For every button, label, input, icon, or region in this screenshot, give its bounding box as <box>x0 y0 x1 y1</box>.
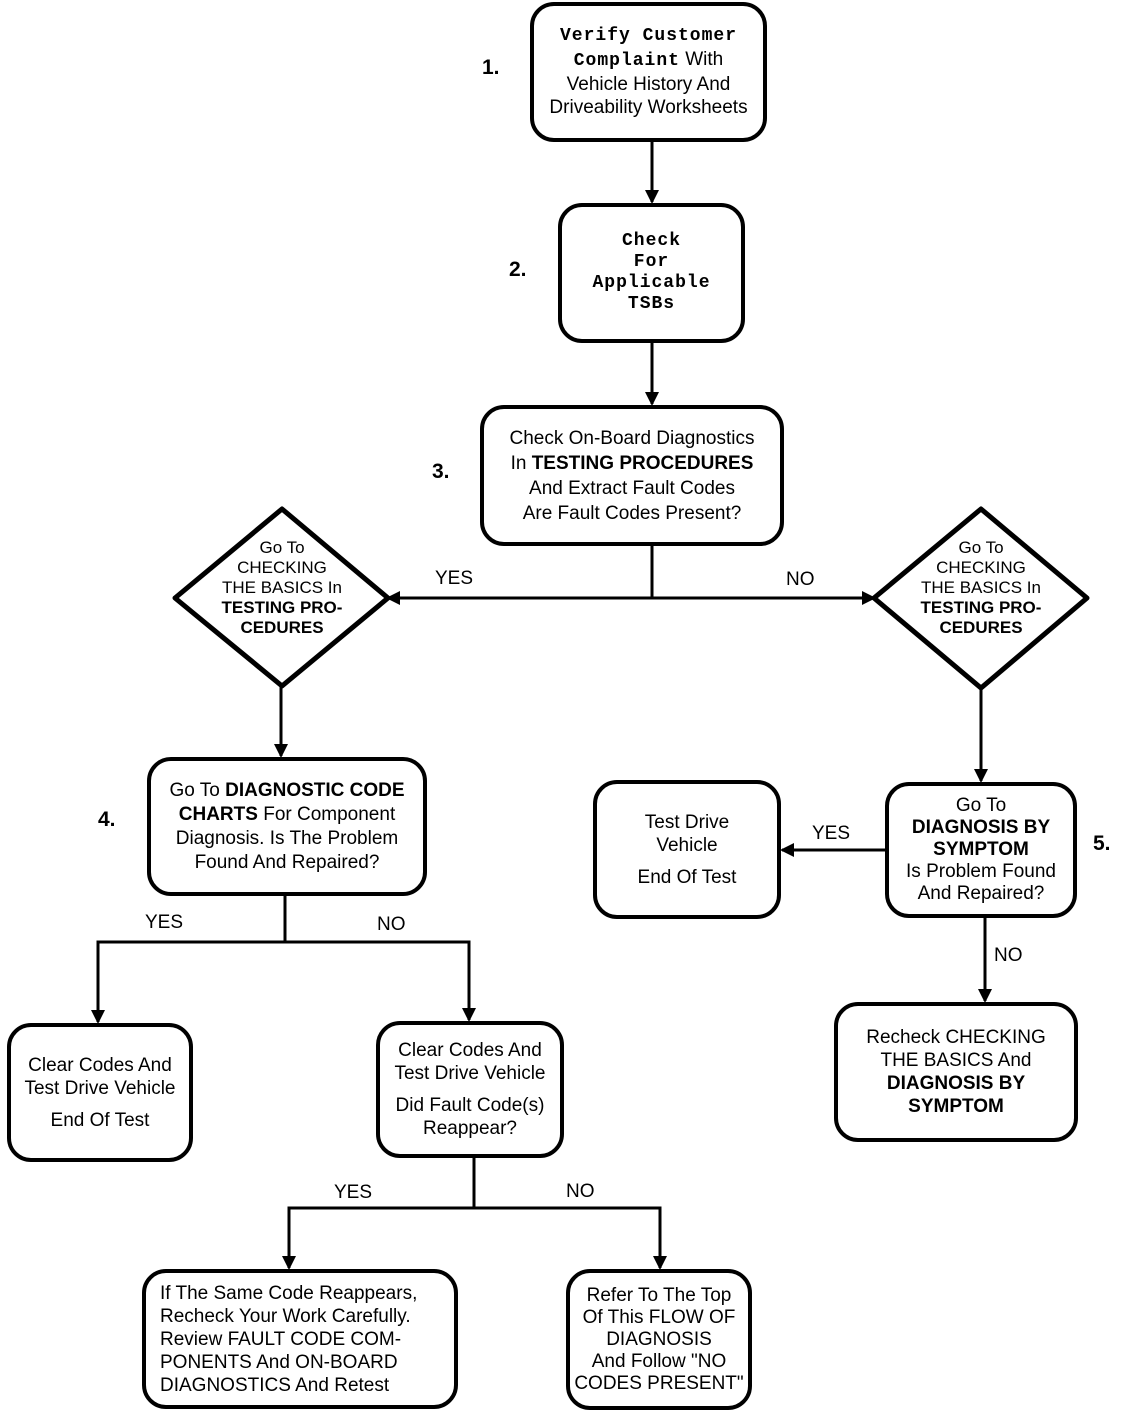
label-obd-yes: YES <box>435 568 474 589</box>
clear-end-line-2: Test Drive Vehicle <box>24 1077 176 1099</box>
box-diagnosis-by-symptom: Go To DIAGNOSIS BY SYMPTOM Is Problem Fo… <box>885 782 1077 918</box>
tsb-line-2: For <box>633 252 670 272</box>
basics-right-line-5: CEDURES <box>939 618 1023 637</box>
basics-left-line-4: TESTING PRO- <box>221 598 343 617</box>
label-charts-yes: YES <box>145 912 184 933</box>
step-number-4: 4. <box>98 808 116 831</box>
refer-line-1: Refer To The Top <box>586 1284 732 1306</box>
same-code-line-5: DIAGNOSTICS And Retest <box>160 1374 390 1396</box>
box-clear-codes-reappear: Clear Codes And Test Drive Vehicle Did F… <box>376 1021 564 1158</box>
arrow-charts-no <box>285 940 476 1022</box>
box-onboard-diagnostics: Check On-Board Diagnostics In TESTING PR… <box>480 405 784 546</box>
label-obd-no: NO <box>786 569 815 590</box>
label-reappear-yes: YES <box>334 1182 373 1203</box>
step-number-5: 5. <box>1093 832 1111 855</box>
verify-line-2-rest: With <box>679 49 724 70</box>
recheck-line-2: THE BASICS And <box>880 1050 1032 1071</box>
label-symptom-no: NO <box>994 945 1023 966</box>
same-code-line-3: Review FAULT CODE COM- <box>160 1328 402 1350</box>
charts-line-1-prefix: Go To <box>169 779 226 801</box>
charts-line-3: Diagnosis. Is The Problem <box>175 827 399 849</box>
tsb-line-3: Applicable <box>592 273 711 293</box>
symptom-line-3: SYMPTOM <box>933 839 1029 860</box>
obd-line-4: Are Fault Codes Present? <box>522 502 742 524</box>
tsb-line-4: TSBs <box>627 294 676 314</box>
charts-line-2-bold: CHARTS <box>178 803 258 825</box>
label-symptom-yes: YES <box>812 823 851 844</box>
obd-line-2: In TESTING PROCEDURES <box>511 451 754 476</box>
charts-line-2: CHARTS For Component <box>179 803 395 827</box>
step-number-2: 2. <box>509 258 527 281</box>
arrow-reappear-no <box>474 1206 667 1270</box>
obd-line-3: And Extract Fault Codes <box>529 477 735 499</box>
label-reappear-no: NO <box>566 1181 595 1202</box>
diamond-basics-right <box>871 506 1090 691</box>
clear-end-line-3: End Of Test <box>50 1109 150 1131</box>
basics-left-line-1: Go To <box>259 538 305 557</box>
test-drive-line-1: Test Drive <box>644 811 730 833</box>
box-clear-codes-end: Clear Codes And Test Drive Vehicle End O… <box>7 1023 193 1162</box>
symptom-line-2: DIAGNOSIS BY <box>911 817 1051 838</box>
basics-right-line-1: Go To <box>958 538 1004 557</box>
basics-left-line-3: THE BASICS In <box>222 578 342 597</box>
charts-line-1: Go To DIAGNOSTIC CODE <box>169 779 404 803</box>
box-diagnostic-code-charts: Go To DIAGNOSTIC CODE CHARTS For Compone… <box>147 757 427 896</box>
reappear-line-2: Test Drive Vehicle <box>394 1063 546 1084</box>
basics-right-line-2: CHECKING <box>936 558 1026 577</box>
basics-right-line-3: THE BASICS In <box>921 578 1041 597</box>
box-check-tsbs: Check For Applicable TSBs <box>558 203 745 343</box>
clear-end-line-1: Clear Codes And <box>28 1054 172 1076</box>
charts-line-1-bold: DIAGNOSTIC CODE <box>225 779 405 801</box>
recheck-line-1: Recheck CHECKING <box>866 1027 1046 1048</box>
reappear-line-3: Did Fault Code(s) <box>395 1095 545 1116</box>
reappear-line-4: Reappear? <box>422 1118 518 1139</box>
basics-left-line-2: CHECKING <box>237 558 327 577</box>
same-code-line-4: PONENTS And ON-BOARD <box>160 1351 398 1373</box>
recheck-line-4: SYMPTOM <box>908 1096 1004 1117</box>
box-same-code-reappears: If The Same Code Reappears, Recheck Your… <box>142 1269 458 1409</box>
obd-line-2-bold: TESTING PROCEDURES <box>531 452 754 474</box>
box-test-drive-end: Test Drive Vehicle End Of Test <box>593 780 781 919</box>
diamond-basics-left <box>172 506 391 689</box>
text-basics-right: Go To CHECKING THE BASICS In TESTING PRO… <box>881 538 1081 638</box>
arrow-charts-yes <box>91 940 285 1024</box>
box-refer-to-top: Refer To The Top Of This FLOW OF DIAGNOS… <box>566 1269 752 1410</box>
recheck-line-3: DIAGNOSIS BY <box>886 1073 1026 1094</box>
obd-line-1: Check On-Board Diagnostics <box>509 427 755 449</box>
symptom-line-5: And Repaired? <box>917 883 1045 904</box>
refer-line-3: DIAGNOSIS <box>606 1328 712 1350</box>
basics-left-line-5: CEDURES <box>240 618 324 637</box>
symptom-line-1: Go To <box>955 795 1007 816</box>
charts-line-4: Found And Repaired? <box>194 851 380 873</box>
arrow-reappear-yes <box>282 1206 474 1270</box>
verify-line-4: Driveability Worksheets <box>549 97 748 118</box>
tsb-line-1: Check <box>621 231 681 251</box>
same-code-line-1: If The Same Code Reappears, <box>160 1282 418 1304</box>
verify-line-2: Complaint With <box>574 48 724 73</box>
refer-line-2: Of This FLOW OF <box>582 1306 736 1328</box>
step-number-3: 3. <box>432 460 450 483</box>
obd-line-2-prefix: In <box>510 452 532 474</box>
label-charts-no: NO <box>377 914 406 935</box>
verify-line-3: Vehicle History And <box>566 74 731 95</box>
refer-line-5: CODES PRESENT" <box>574 1372 744 1394</box>
box-verify-complaint: Verify Customer Complaint With Vehicle H… <box>530 2 767 142</box>
text-basics-left: Go To CHECKING THE BASICS In TESTING PRO… <box>182 538 382 638</box>
test-drive-line-2: Vehicle <box>656 834 718 856</box>
charts-line-2-rest: For Component <box>257 803 396 825</box>
test-drive-line-3: End Of Test <box>637 866 737 888</box>
verify-line-2-mono: Complaint <box>573 51 680 71</box>
reappear-line-1: Clear Codes And <box>398 1040 542 1061</box>
box-recheck-basics: Recheck CHECKING THE BASICS And DIAGNOSI… <box>834 1002 1078 1142</box>
basics-right-line-4: TESTING PRO- <box>920 598 1042 617</box>
same-code-line-2: Recheck Your Work Carefully. <box>160 1305 411 1327</box>
symptom-line-4: Is Problem Found <box>906 861 1056 882</box>
verify-line-1: Verify Customer <box>559 26 738 46</box>
step-number-1: 1. <box>482 56 500 79</box>
refer-line-4: And Follow "NO <box>591 1350 727 1372</box>
